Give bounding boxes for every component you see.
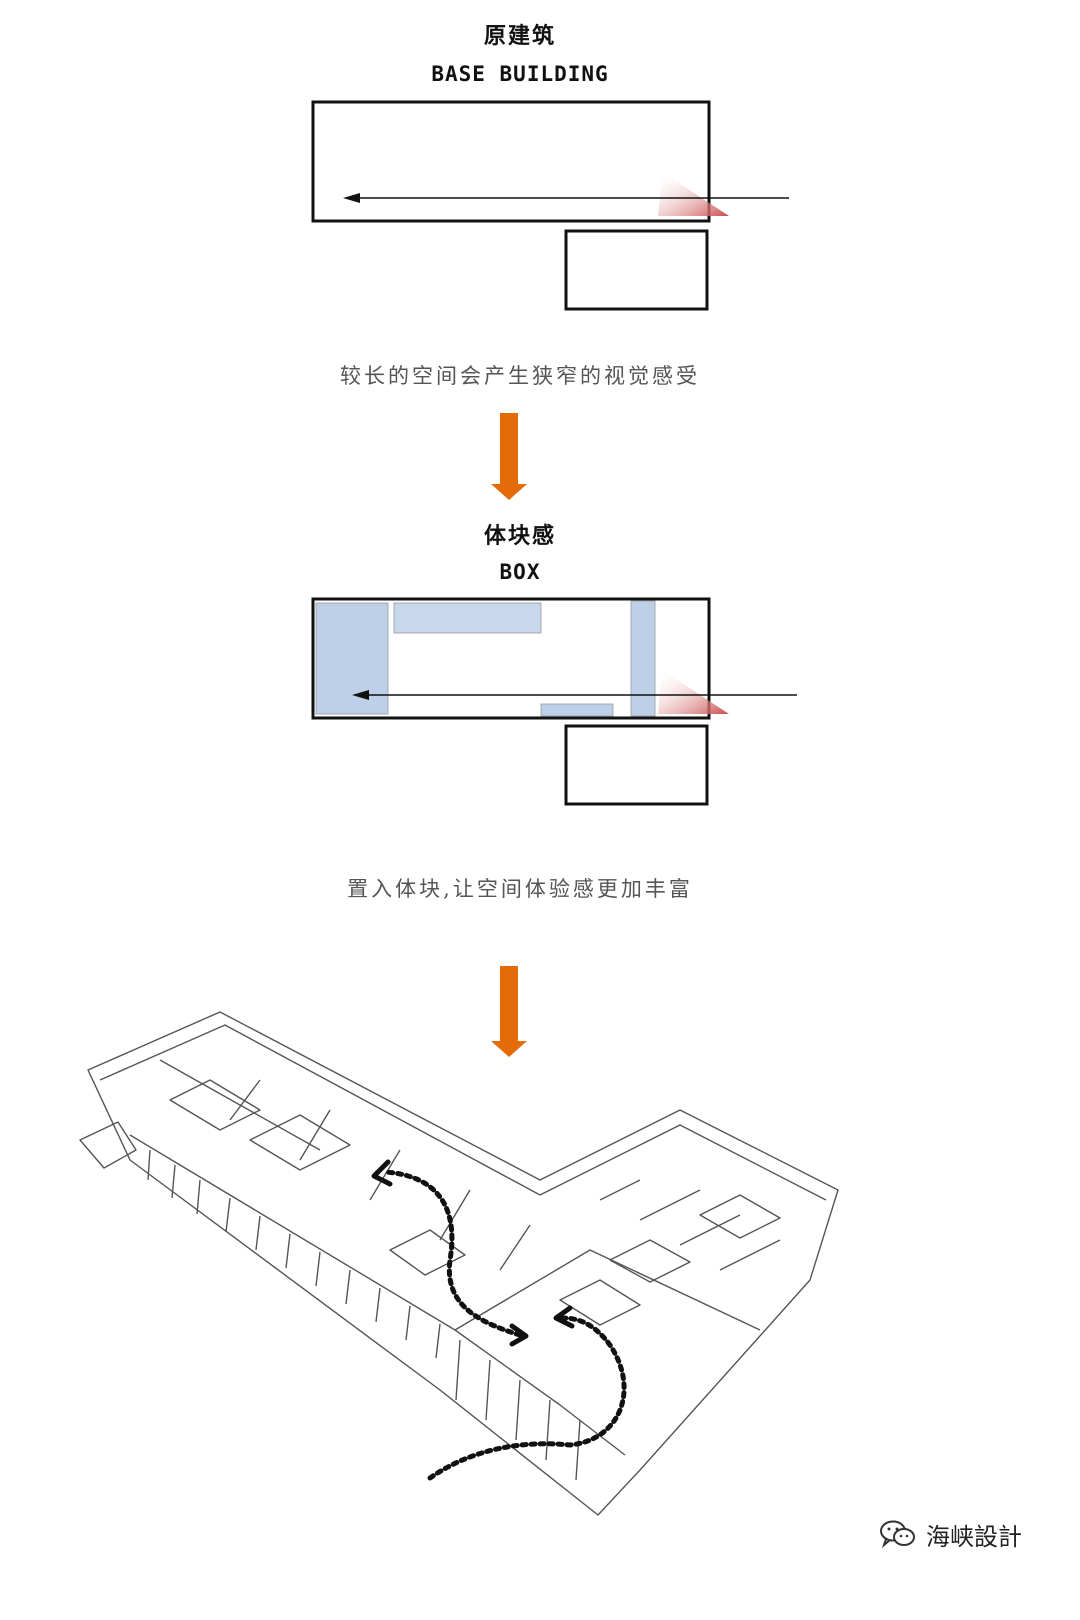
flow-arrow-1 (491, 413, 527, 500)
box-caption: 置入体块,让空间体验感更加丰富 (347, 877, 693, 901)
box-title-en: BOX (499, 560, 541, 584)
watermark-text: 海峡設計 (926, 1522, 1022, 1551)
box-volume-bottom (540, 703, 614, 717)
wechat-icon (880, 1520, 915, 1549)
circulation-path-dotted (382, 1169, 627, 1481)
view-cone (658, 172, 729, 216)
axonometric-sketch (79, 1011, 839, 1516)
base-building-main-block (311, 100, 711, 223)
box-volume-right (630, 600, 656, 717)
box-building-main-block (311, 597, 711, 720)
flow-arrow-2 (491, 966, 527, 1057)
base-building-title-cn: 原建筑 (483, 23, 556, 49)
box-volume-top (393, 602, 542, 634)
circulation-arrow-head (343, 193, 360, 203)
view-cone-2 (658, 670, 729, 714)
circulation-arrowheads (371, 1159, 575, 1347)
base-building-annex (564, 229, 709, 311)
base-building-caption: 较长的空间会产生狭窄的视觉感受 (340, 364, 700, 388)
box-volume-left (315, 602, 389, 715)
circulation-arrow-head-2 (352, 690, 369, 700)
watermark: 海峡設計 (878, 1514, 1022, 1554)
base-building-title-en: BASE BUILDING (431, 62, 609, 86)
box-title-cn: 体块感 (483, 523, 556, 549)
box-building-annex (564, 724, 709, 806)
